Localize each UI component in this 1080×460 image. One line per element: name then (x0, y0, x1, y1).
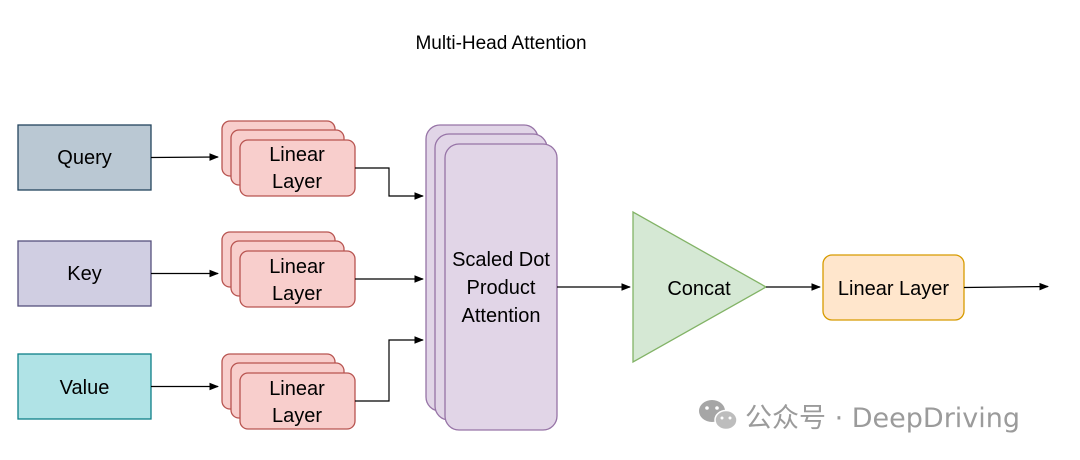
query-node: Query (17, 124, 152, 191)
attention-stack: Scaled Dot Product Attention (425, 124, 558, 431)
arrow-query-to-linear (150, 153, 219, 161)
concat-node: Concat (632, 210, 768, 364)
attention-label-line3: Attention (462, 305, 541, 327)
key-label: Key (67, 263, 101, 285)
watermark: 公众号 · DeepDriving (699, 400, 1020, 434)
query-label: Query (57, 147, 111, 169)
linear-layer-stack-key: Linear Layer (221, 231, 356, 308)
value-node: Value (17, 353, 152, 420)
linear-layer-label-line2: Layer (272, 405, 322, 427)
linear-layer-label-line1: Linear (269, 256, 325, 278)
watermark-text: 公众号 · DeepDriving (745, 403, 1020, 434)
value-label: Value (60, 377, 110, 399)
key-node: Key (17, 240, 152, 307)
arrow-linear-value-to-attention (355, 336, 424, 402)
linear-layer-label-line2: Layer (272, 171, 322, 193)
linear-layer-stack-value: Linear Layer (221, 353, 356, 430)
linear-layer-stack-query: Linear Layer (221, 120, 356, 197)
connectors (150, 153, 1049, 402)
attention-label-line1: Scaled Dot (452, 249, 550, 271)
linear-layer-label-line2: Layer (272, 283, 322, 305)
arrow-linear-query-to-attention (355, 167, 424, 200)
wechat-icon (699, 400, 738, 431)
linear-layer-label-line1: Linear (269, 144, 325, 166)
output-linear-layer-label: Linear Layer (838, 278, 950, 300)
linear-layer-label-line1: Linear (269, 378, 325, 400)
attention-label-line2: Product (467, 277, 536, 299)
output-linear-layer-node: Linear Layer (822, 254, 965, 321)
arrow-output (963, 282, 1049, 291)
diagram-title: Multi-Head Attention (415, 33, 586, 54)
concat-label: Concat (667, 278, 731, 300)
